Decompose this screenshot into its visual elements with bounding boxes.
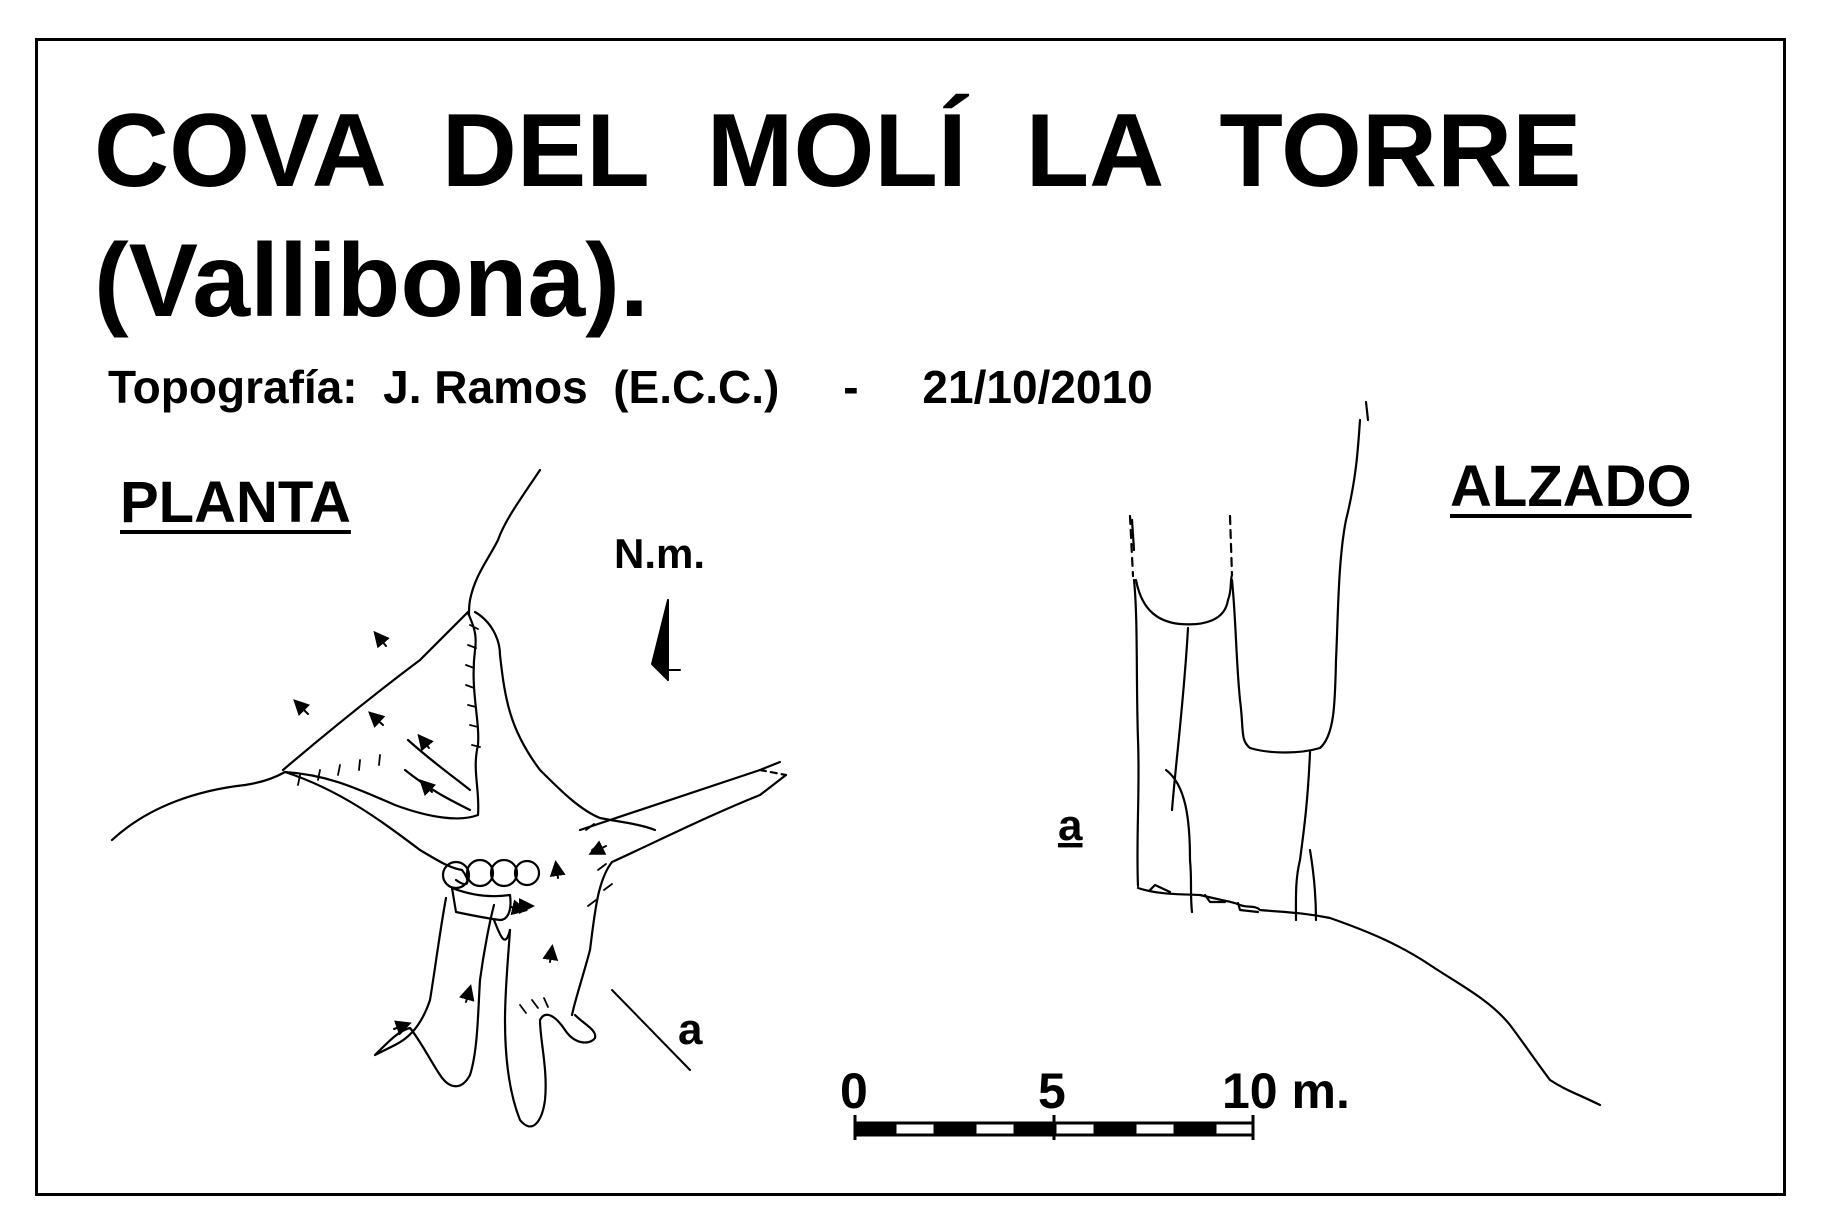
survey-credit: Topografía: J. Ramos (E.C.C.) - 21/10/20… — [108, 361, 1153, 413]
elevation-floor — [1136, 886, 1602, 1107]
scale-tick-5: 5 — [1038, 1063, 1066, 1119]
elevation-label: ALZADO — [1450, 454, 1692, 519]
elevation-section-marker: a — [1058, 801, 1083, 850]
plan-outline-left — [110, 770, 464, 872]
plan-outline-right-arm-dash — [758, 768, 788, 777]
plan-outline-lobe-a — [373, 896, 496, 1088]
plan-outline-right — [473, 610, 657, 832]
scale-tick-10: 10 m. — [1222, 1063, 1350, 1119]
plan-block-outline — [492, 918, 512, 941]
elevation-outline-left-dash — [1128, 514, 1135, 578]
elevation-inner-line — [1164, 768, 1194, 914]
plan-block-outline — [450, 886, 512, 922]
plan-inner-contour — [406, 738, 472, 792]
plan-label: PLANTA — [120, 470, 351, 535]
scale-tick-0: 0 — [840, 1063, 868, 1119]
elevation-outline-left — [1130, 518, 1140, 888]
elevation-floor-blocks — [1148, 883, 1260, 914]
plan-inner-contour — [403, 768, 472, 812]
cave-location: (Vallibona). — [94, 223, 649, 339]
plan-block — [489, 858, 519, 888]
plan-outline-lobe-b — [503, 928, 597, 1128]
plan-outline-right-arm-2 — [610, 773, 788, 864]
scale-bar — [853, 1115, 1255, 1140]
elevation-outline-shaft-right — [1230, 418, 1362, 754]
cave-title: COVA DEL MOLÍ LA TORRE — [94, 93, 1582, 209]
plan-section-marker: a — [678, 1005, 703, 1054]
plan-block — [441, 860, 471, 890]
plan-block — [465, 858, 495, 888]
elevation-outline-top — [1364, 400, 1370, 422]
plan-outline-upper — [466, 468, 542, 617]
plan-outline-center-right — [570, 860, 614, 1017]
elevation-outline-right-dash — [1228, 514, 1234, 577]
plan-section-line — [611, 989, 691, 1071]
plan-view — [110, 468, 788, 1128]
plan-outline-right-arm — [578, 760, 782, 832]
plan-outline-lobe-lower — [283, 610, 480, 820]
elevation-view — [1128, 400, 1602, 1107]
north-arrow-icon — [651, 599, 681, 681]
elevation-inner-line — [1294, 750, 1312, 922]
elevation-inner-line — [1170, 626, 1190, 812]
plan-block — [513, 859, 541, 887]
plan-outline-diagonal — [281, 610, 470, 772]
map-frame — [35, 38, 1786, 1196]
plan-flow-arrows — [293, 630, 607, 1036]
north-label: N.m. — [614, 530, 706, 577]
elevation-inner-line — [1308, 848, 1318, 922]
elevation-outline-top-shaft — [1134, 573, 1234, 626]
